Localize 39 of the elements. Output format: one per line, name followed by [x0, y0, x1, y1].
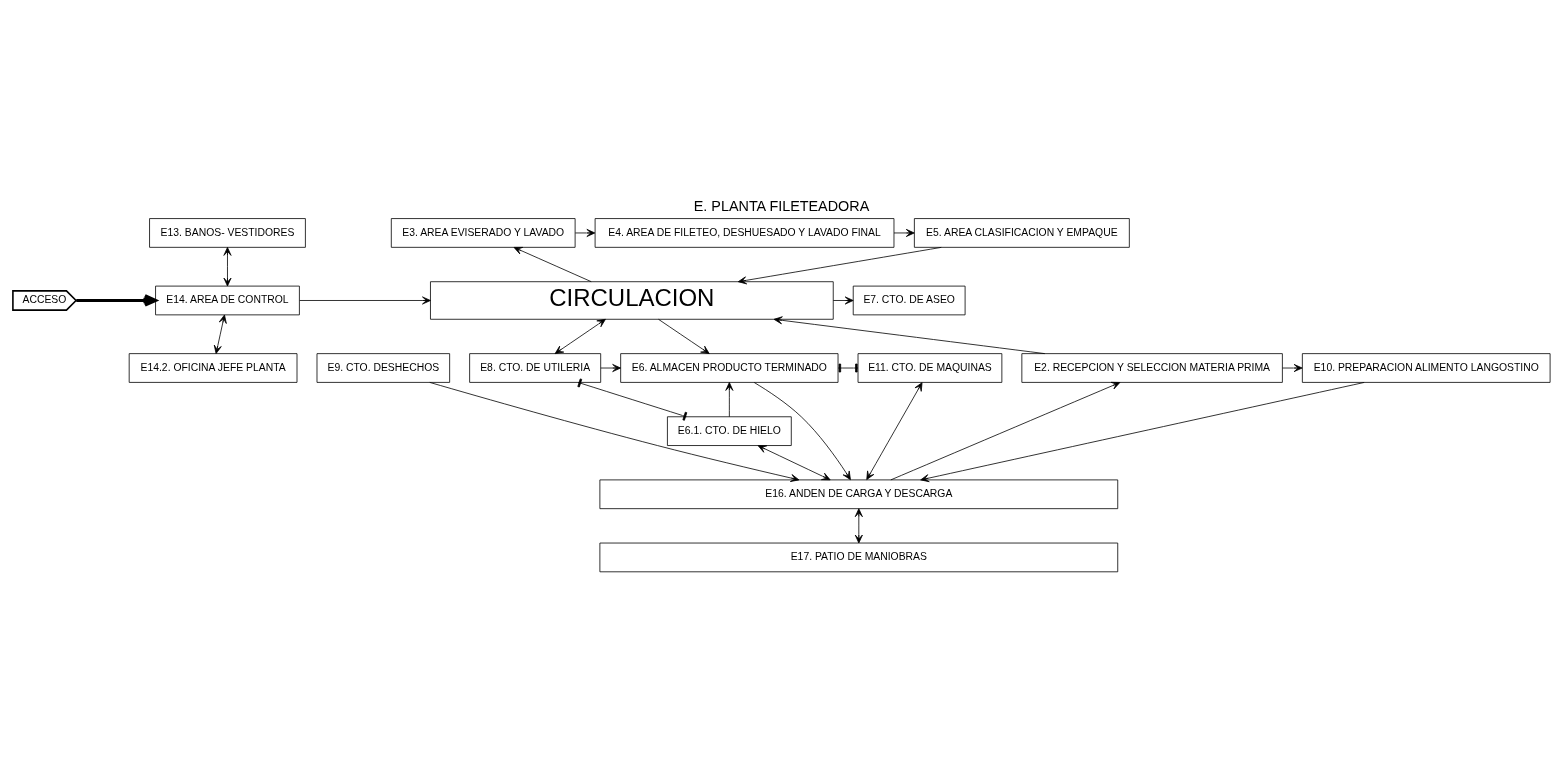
arrow	[1282, 363, 1303, 372]
arrow	[773, 315, 1046, 354]
arrow	[600, 363, 621, 372]
node-box: E14. AREA DE CONTROL	[155, 285, 300, 315]
node-box: E14.2. OFICINA JEFE PLANTA	[128, 352, 298, 383]
node-box: E17. PATIO DE MANIOBRAS	[599, 542, 1119, 572]
node-box: E10. PREPARACION ALIMENTO LANGOSTINO	[1301, 352, 1551, 383]
arrow	[574, 228, 596, 237]
arrow	[757, 444, 831, 480]
arrow	[854, 507, 863, 543]
arrow	[554, 318, 606, 354]
node-box: E16. ANDEN DE CARGA Y DESCARGA	[599, 479, 1119, 509]
arrow	[920, 381, 1365, 482]
node-box: E5. AREA CLASIFICACION Y EMPAQUE	[913, 217, 1130, 248]
arrow	[753, 381, 851, 480]
node-box: E2. RECEPCION Y SELECCION MATERIA PRIMA	[1021, 352, 1283, 383]
arrow	[832, 296, 854, 304]
node-box: E7. CTO. DE ASEO	[852, 285, 966, 315]
node-box: E3. AREA EVISERADO Y LAVADO	[390, 217, 576, 248]
arrow	[890, 381, 1121, 480]
arrow	[513, 246, 592, 282]
node-box: E4. AREA DE FILETEO, DESHUESADO Y LAVADO FINAL	[594, 217, 895, 248]
node-box: E9. CTO. DESHECHOS	[316, 352, 451, 383]
arrow	[299, 296, 431, 304]
connector	[577, 378, 688, 421]
arrow	[213, 314, 227, 354]
arrow	[658, 318, 710, 354]
arrow	[893, 228, 915, 237]
arrow	[429, 381, 800, 482]
diagram-title: E. PLANTA FILETEADORA	[693, 197, 870, 214]
arrow	[737, 246, 942, 284]
node-box: E13. BANOS- VESTIDORES	[149, 217, 306, 248]
arrow	[76, 293, 158, 307]
node-box: CIRCULACION	[430, 280, 834, 320]
node-box: E6. ALMACEN PRODUCTO TERMINADO	[620, 352, 839, 383]
arrow	[223, 246, 232, 286]
connector	[837, 363, 859, 372]
arrow	[725, 381, 734, 417]
arrow	[866, 381, 923, 480]
